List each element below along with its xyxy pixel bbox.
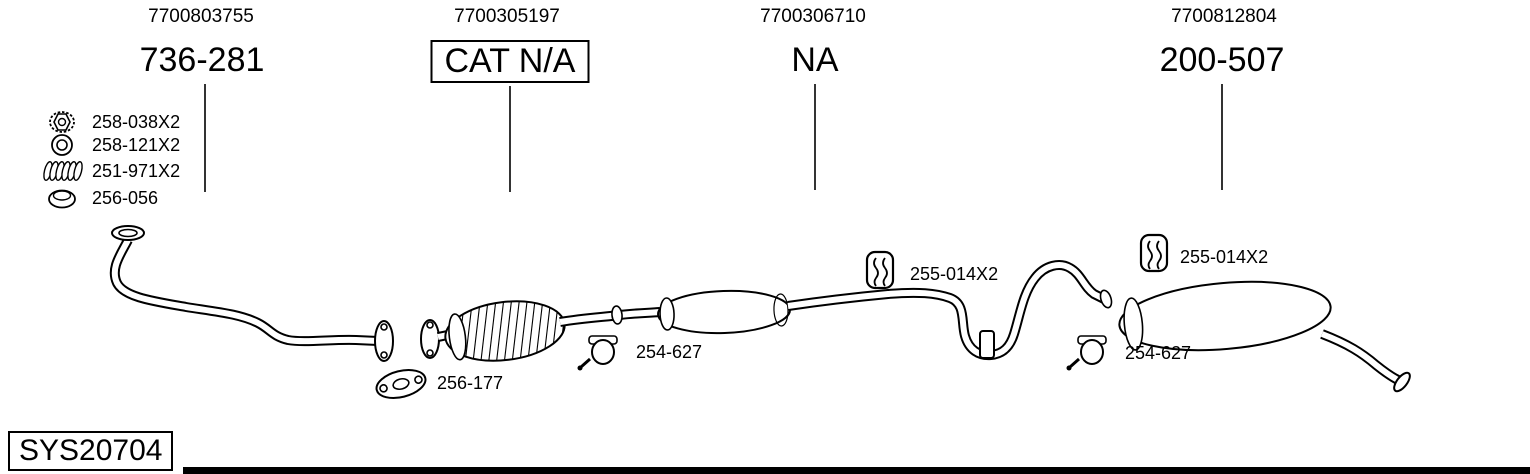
- bottom-bar: [183, 467, 1530, 474]
- part-code-front-pipe: 736-281: [139, 41, 265, 79]
- legend-label-nut: 258-038X2: [92, 111, 181, 132]
- leader-lines: [204, 84, 1223, 192]
- front-clamp-label: 254-627: [636, 342, 703, 362]
- mid-hanger-icon: [865, 250, 895, 290]
- front-pipe-shape: [109, 225, 394, 362]
- rear-hanger-icon: [1139, 233, 1169, 273]
- oem-number-4: 7700812804: [1171, 6, 1277, 27]
- rear-pipe-shape: [787, 260, 1111, 361]
- oem-number-2: 7700305197: [454, 6, 560, 27]
- legend-row-spring: 251-971X2: [40, 156, 180, 186]
- part-code-rear-silencer: 200-507: [1159, 41, 1285, 79]
- pipe-bracket-shape: [979, 330, 995, 359]
- gasket-label: 256-177: [437, 373, 504, 393]
- mid-hanger-label: 255-014X2: [910, 264, 999, 284]
- legend-row-nut: 258-038X2: [40, 107, 180, 137]
- part-code-mid-silencer: NA: [791, 41, 839, 79]
- rear-hanger-label: 255-014X2: [1180, 247, 1269, 267]
- middle-muffler-shape: [657, 289, 791, 335]
- exhaust-seal-ring-icon: [48, 189, 76, 209]
- flange-nut-icon: [49, 111, 75, 133]
- rear-muffler-shape: [1099, 280, 1411, 393]
- legend-label-spring: 251-971X2: [92, 160, 181, 181]
- coil-spring-icon: [43, 161, 83, 181]
- system-code-box: SYS20704: [8, 431, 174, 471]
- legend-row-washer: 258-121X2: [40, 130, 180, 160]
- part-code-catalyst: CAT N/A: [430, 40, 590, 84]
- legend-label-washer: 258-121X2: [92, 134, 181, 155]
- front-clamp-icon: [577, 335, 618, 371]
- legend-row-seal: 256-056: [40, 183, 158, 213]
- washer-ring-icon: [51, 134, 73, 156]
- rear-clamp-label: 254-627: [1125, 343, 1192, 363]
- oem-number-3: 7700306710: [760, 6, 866, 27]
- flange-gasket-icon: [375, 369, 427, 399]
- tailpipe-tip-shape: [1393, 371, 1411, 393]
- rear-clamp-icon: [1066, 335, 1107, 371]
- legend-label-seal: 256-056: [92, 187, 159, 208]
- catalytic-converter-shape: [420, 294, 661, 368]
- oem-number-1: 7700803755: [148, 6, 254, 27]
